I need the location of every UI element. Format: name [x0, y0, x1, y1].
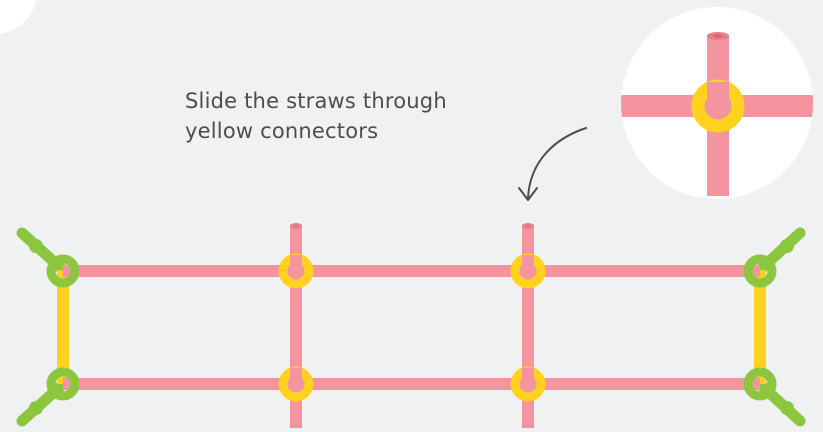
instruction-line-1: Slide the straws through [185, 89, 447, 113]
corner-decoration-circle [0, 0, 37, 34]
green-diagonal-arms [16, 227, 806, 427]
magnified-connector-icon [621, 7, 813, 199]
zoom-vertical-straw [707, 36, 729, 196]
green-arm-tips [29, 239, 794, 415]
curved-arrow-icon [518, 127, 587, 201]
yellow-connectors [278, 253, 546, 402]
instruction-line-2: yellow connectors [185, 119, 379, 144]
yellow-side-posts [57, 270, 766, 384]
green-corner-connectors [46, 254, 777, 401]
instruction-text: Slide the straws through yellow connecto… [185, 86, 525, 147]
horizontal-straws [63, 265, 760, 390]
